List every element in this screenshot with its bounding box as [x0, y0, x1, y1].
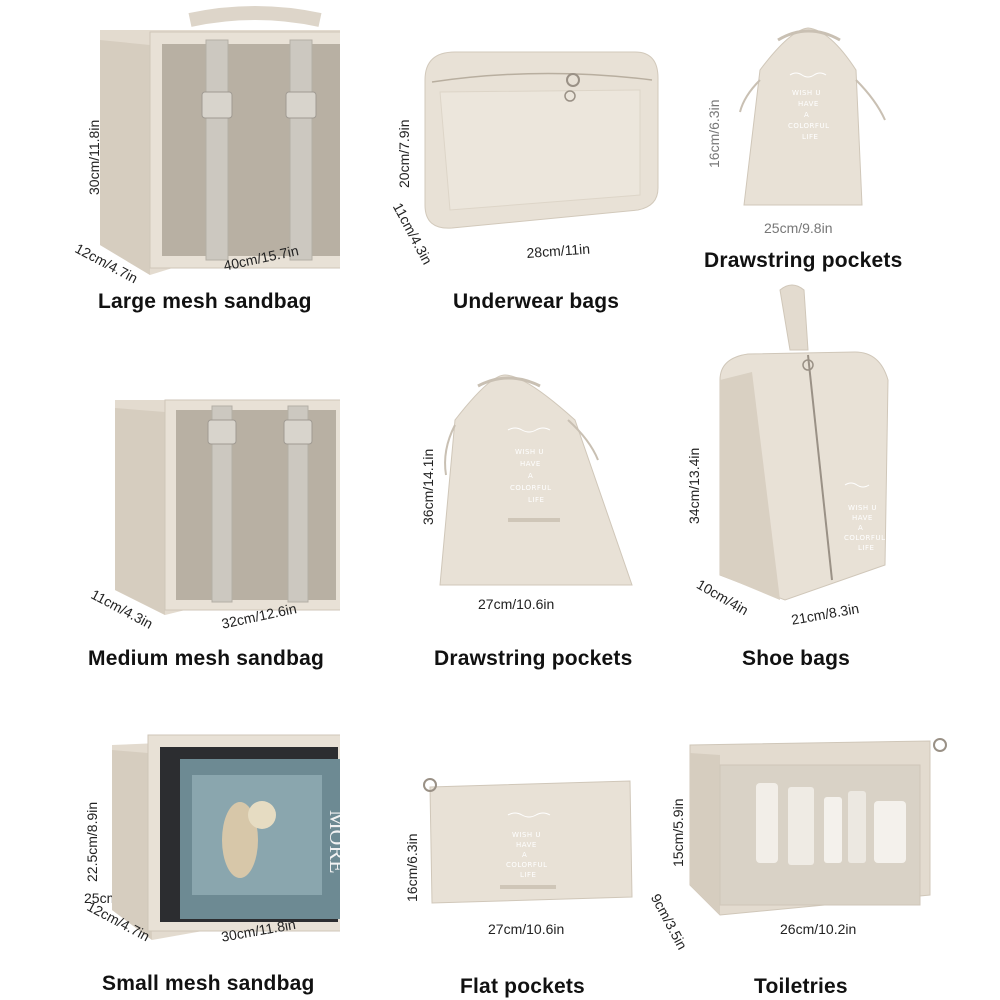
- shoe-bag-image: WISH U HAVE A COLORFUL LIFE: [719, 284, 889, 601]
- drawstring-large-print: WISH U HAVE A COLORFUL LIFE: [510, 448, 551, 504]
- svg-text:COLORFUL: COLORFUL: [506, 861, 547, 869]
- product-shoe: WISH U HAVE A COLORFUL LIFE 34cm/13.4in …: [680, 280, 1000, 670]
- flat-bag-image: WISH U HAVE A COLORFUL LIFE: [423, 778, 633, 904]
- medium-mesh-bag-image: [115, 399, 340, 615]
- underwear-caption: Underwear bags: [453, 290, 620, 313]
- svg-text:LIFE: LIFE: [802, 133, 818, 141]
- flat-width: 27cm/10.6in: [488, 921, 565, 937]
- svg-text:A: A: [858, 524, 863, 532]
- toiletries-bag-image: [689, 738, 947, 916]
- svg-text:A: A: [804, 111, 809, 119]
- large-mesh-height: 30cm/11.8in: [86, 119, 102, 195]
- drawstring-small-height: 16cm/6.3in: [706, 99, 722, 168]
- flat-height: 16cm/6.3in: [404, 833, 420, 902]
- svg-text:COLORFUL: COLORFUL: [788, 122, 829, 130]
- svg-text:LIFE: LIFE: [858, 544, 874, 552]
- product-small-mesh: MORE 22.5cm/8.9in 12cm/4.7in 30cm/11.8in…: [0, 705, 340, 1000]
- toiletries-width: 26cm/10.2in: [780, 921, 857, 937]
- product-large-mesh: 30cm/11.8in 12cm/4.7in 40cm/15.7in Large…: [0, 0, 340, 330]
- svg-text:WISH U: WISH U: [515, 448, 544, 456]
- drawstring-large-caption: Drawstring pockets: [434, 647, 633, 670]
- large-mesh-bag-image: [100, 6, 340, 275]
- svg-text:LIFE: LIFE: [528, 496, 544, 504]
- shoe-print: WISH U HAVE A COLORFUL LIFE: [844, 504, 885, 552]
- small-mesh-magazine-title: MORE: [325, 810, 340, 874]
- toiletries-caption: Toiletries: [754, 975, 848, 998]
- svg-text:HAVE: HAVE: [516, 841, 537, 849]
- underwear-height: 20cm/7.9in: [396, 119, 412, 188]
- svg-text:COLORFUL: COLORFUL: [844, 534, 885, 542]
- svg-text:COLORFUL: COLORFUL: [510, 484, 551, 492]
- drawstring-large-height: 36cm/14.1in: [420, 448, 436, 525]
- drawstring-large-bag-image: WISH U HAVE A COLORFUL LIFE: [439, 374, 633, 586]
- svg-text:HAVE: HAVE: [520, 460, 541, 468]
- flat-caption: Flat pockets: [460, 975, 585, 998]
- small-mesh-bag-image: MORE: [112, 734, 340, 940]
- svg-text:A: A: [528, 472, 533, 480]
- svg-text:LIFE: LIFE: [520, 871, 536, 879]
- product-underwear: 20cm/7.9in 11cm/4.3in 28cm/11in Underwea…: [340, 0, 680, 330]
- product-drawstring-large: WISH U HAVE A COLORFUL LIFE 36cm/14.1in …: [340, 340, 680, 670]
- svg-text:A: A: [522, 851, 527, 859]
- product-flat: WISH U HAVE A COLORFUL LIFE 16cm/6.3in 2…: [340, 705, 680, 1000]
- product-drawstring-small: WISH U HAVE A COLORFUL LIFE 16cm/6.3in 2…: [680, 0, 1000, 330]
- small-mesh-caption: Small mesh sandbag: [102, 972, 315, 995]
- shoe-height: 34cm/13.4in: [686, 447, 702, 524]
- large-mesh-caption: Large mesh sandbag: [98, 290, 312, 313]
- svg-text:WISH U: WISH U: [848, 504, 877, 512]
- drawstring-small-bag-image: WISH U HAVE A COLORFUL LIFE: [739, 27, 886, 206]
- small-mesh-height: 22.5cm/8.9in: [84, 801, 100, 882]
- svg-text:WISH U: WISH U: [512, 831, 541, 839]
- drawstring-small-print: WISH U HAVE A COLORFUL LIFE: [788, 89, 829, 141]
- product-toiletries: 15cm/5.9in 9cm/3.5in 26cm/10.2in Toiletr…: [648, 705, 1000, 1000]
- flat-print: WISH U HAVE A COLORFUL LIFE: [506, 831, 547, 879]
- drawstring-large-width: 27cm/10.6in: [478, 596, 555, 612]
- drawstring-small-width: 25cm/9.8in: [764, 220, 833, 236]
- svg-text:WISH U: WISH U: [792, 89, 821, 97]
- svg-text:HAVE: HAVE: [852, 514, 873, 522]
- drawstring-small-caption: Drawstring pockets: [704, 249, 903, 272]
- product-medium-mesh: 25cm/9.8in 11cm/4.3in 32cm/12.6in Medium…: [0, 340, 340, 906]
- underwear-bag-image: [424, 51, 659, 229]
- shoe-caption: Shoe bags: [742, 647, 850, 670]
- svg-text:HAVE: HAVE: [798, 100, 819, 108]
- toiletries-height: 15cm/5.9in: [670, 798, 686, 867]
- medium-mesh-caption: Medium mesh sandbag: [88, 647, 325, 670]
